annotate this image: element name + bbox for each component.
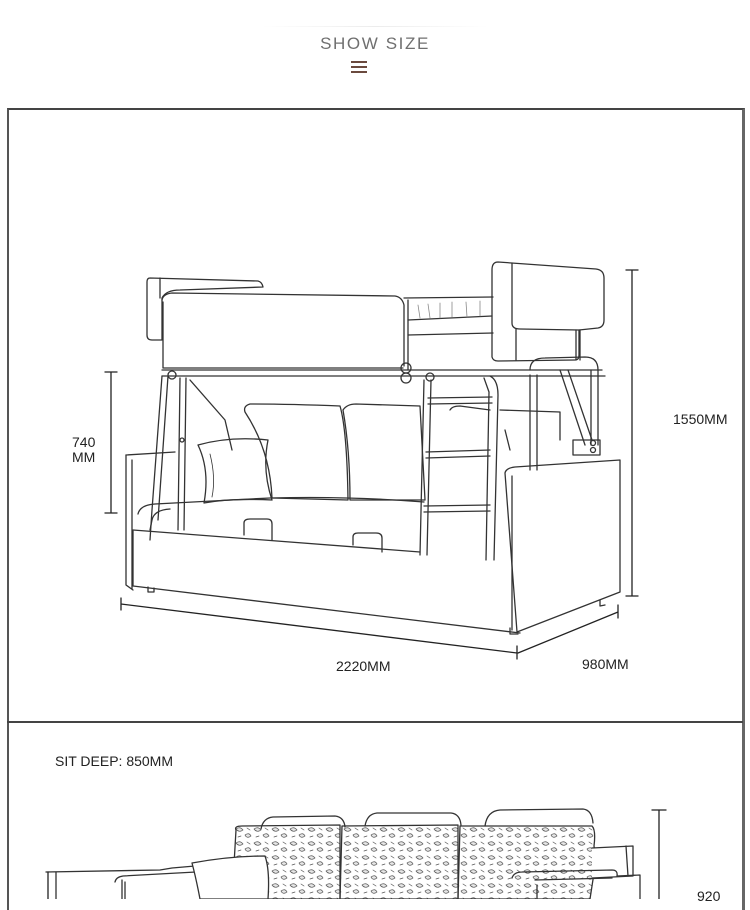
panel-divider <box>7 721 743 723</box>
seat-height-value: 740 <box>72 434 96 450</box>
total-height-value: 1550 <box>673 411 705 427</box>
total-height-label: 1550MM <box>673 411 727 427</box>
width-unit: MM <box>367 658 391 674</box>
header-divider <box>262 26 488 27</box>
partial-dimension-label: 920 <box>697 888 721 904</box>
sit-deep-value: 850MM <box>126 753 174 769</box>
sit-deep-label: SIT DEEP: 850MM <box>55 753 173 769</box>
section-title: SHOW SIZE <box>320 34 430 53</box>
width-value: 2220 <box>336 658 368 674</box>
seat-height-unit: MM <box>72 449 96 465</box>
depth-label: 980MM <box>582 656 629 672</box>
depth-value: 980 <box>582 656 606 672</box>
width-label: 2220MM <box>336 658 390 674</box>
sit-deep-caption: SIT DEEP: <box>55 753 123 769</box>
diagram-frame <box>7 108 745 910</box>
seat-height-label: 740 MM <box>72 435 95 465</box>
total-height-unit: MM <box>704 411 728 427</box>
depth-unit: MM <box>605 656 629 672</box>
menu-lines-icon <box>351 61 367 75</box>
